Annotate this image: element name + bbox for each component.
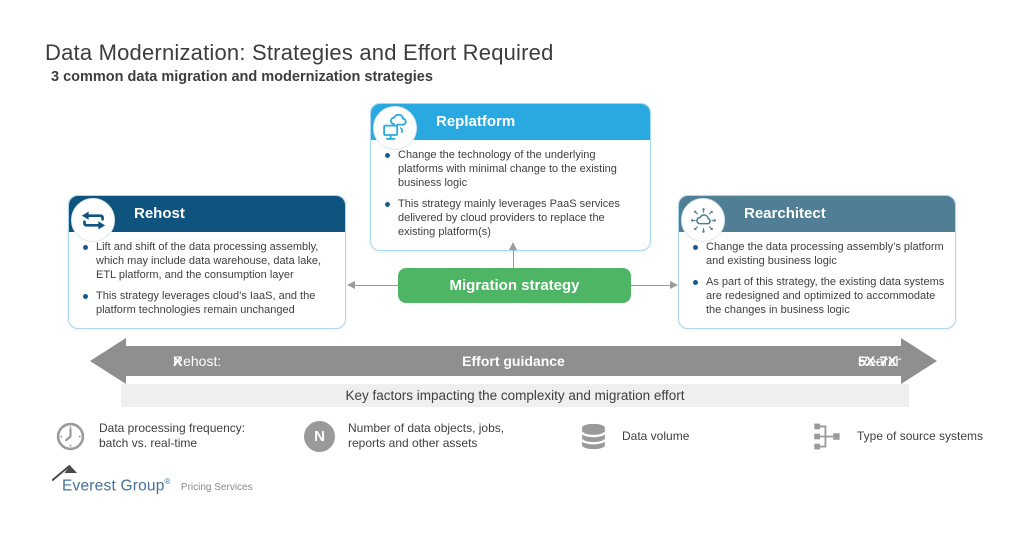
factor-label: Number of data objects, jobs,reports and… — [348, 421, 505, 450]
replatform-title: Replatform — [436, 113, 516, 130]
rearchitect-header: Rearchitect — [679, 196, 955, 242]
key-factors-bar: Key factors impacting the complexity and… — [121, 384, 909, 407]
clock-icon — [54, 420, 86, 452]
swap-arrows-icon — [71, 198, 115, 242]
replatform-header: Replatform — [371, 104, 650, 150]
rearchitect-title: Rearchitect — [744, 205, 826, 222]
count-badge-icon: N — [304, 420, 335, 452]
migration-strategy-box: Migration strategy — [398, 268, 631, 303]
factor-data-volume: Data volume — [577, 420, 689, 452]
factor-processing-frequency: Data processing frequency:batch vs. real… — [54, 420, 245, 452]
connector-line-right — [631, 285, 671, 286]
bullet-item: Lift and shift of the data processing as… — [83, 241, 335, 283]
effort-guidance-arrow: Rehost: X Effort guidance Rearchitect: 5… — [90, 338, 937, 384]
page-subtitle: 3 common data migration and modernizatio… — [51, 69, 433, 85]
connector-arrowhead-up — [509, 242, 517, 250]
replatform-bullets: Change the technology of the underlying … — [371, 149, 640, 240]
bullet-item: Change the data processing assembly’s pl… — [693, 241, 944, 267]
database-icon — [577, 420, 609, 452]
connector-line-up — [513, 248, 514, 268]
registered-mark: ® — [164, 477, 171, 486]
factor-label: Type of source systems — [857, 428, 984, 443]
cloud-monitor-icon — [373, 106, 417, 150]
connector-line-left — [354, 285, 398, 286]
key-factors-text: Key factors impacting the complexity and… — [345, 388, 685, 403]
brand-name: Everest Group — [62, 477, 165, 495]
strategy-box-replatform: Replatform Change the technology of the … — [370, 103, 651, 251]
factor-source-systems: Type of source systems — [812, 420, 983, 452]
bullet-item: This strategy leverages cloud’s IaaS, an… — [83, 290, 335, 318]
effort-center-label: Effort guidance — [462, 353, 565, 369]
brand-tagline: Pricing Services — [180, 482, 253, 494]
bullet-item: This strategy mainly leverages PaaS serv… — [385, 198, 640, 240]
rehost-header: Rehost — [69, 196, 345, 242]
factor-label: Data processing frequency:batch vs. real… — [99, 421, 246, 450]
rehost-bullets: Lift and shift of the data processing as… — [69, 241, 335, 318]
arrowhead-left — [90, 338, 126, 384]
arrow-shaft: Rehost: X Effort guidance Rearchitect: 5… — [125, 346, 933, 376]
brand-logo: Everest Group® Pricing Services — [50, 464, 310, 500]
connector-arrowhead-left — [347, 281, 355, 289]
factor-number-of-objects: N Number of data objects, jobs,reports a… — [304, 420, 504, 452]
bullet-item: As part of this strategy, the existing d… — [693, 275, 945, 316]
cloud-network-icon — [681, 198, 725, 242]
rehost-title: Rehost — [134, 205, 185, 222]
mountain-logo-icon — [52, 464, 77, 481]
strategy-box-rearchitect: Rearchitect Change the data processing a… — [678, 195, 956, 329]
bullet-item: Change the technology of the underlying … — [385, 149, 640, 191]
migration-strategy-label: Migration strategy — [449, 277, 580, 294]
page-title: Data Modernization: Strategies and Effor… — [45, 40, 554, 65]
arrowhead-right — [901, 338, 937, 384]
source-systems-icon — [812, 420, 844, 452]
strategy-box-rehost: Rehost Lift and shift of the data proces… — [68, 195, 346, 329]
factor-label: Data volume — [622, 428, 690, 443]
connector-arrowhead-right — [670, 281, 678, 289]
rearchitect-bullets: Change the data processing assembly’s pl… — [679, 241, 945, 318]
